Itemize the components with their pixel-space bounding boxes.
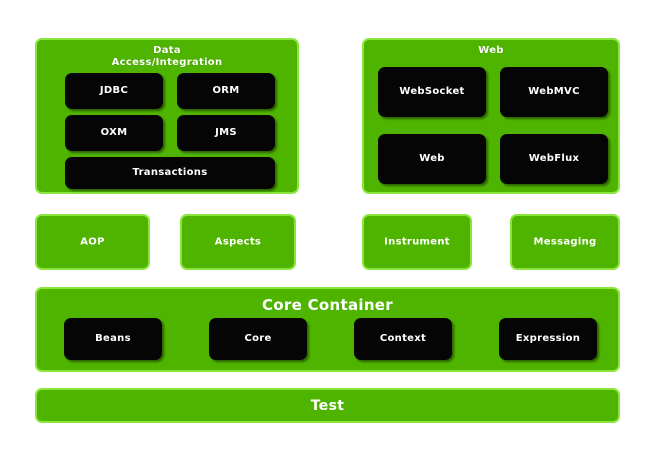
- module-oxm-label: OXM: [100, 127, 128, 139]
- module-orm-label: ORM: [212, 85, 240, 97]
- module-core-label: Core: [244, 333, 272, 345]
- panel-core-container[interactable]: Core Container Beans Core Context Expres…: [35, 287, 620, 372]
- module-aspects[interactable]: Aspects: [180, 214, 296, 270]
- module-expression-label: Expression: [515, 333, 581, 345]
- module-web-label: Web: [419, 153, 445, 165]
- module-webmvc-label: WebMVC: [528, 86, 580, 98]
- module-instrument-label: Instrument: [384, 236, 450, 248]
- module-web[interactable]: Web: [378, 134, 486, 184]
- panel-core-container-title: Core Container: [262, 296, 393, 314]
- module-beans[interactable]: Beans: [64, 318, 162, 360]
- module-expression[interactable]: Expression: [499, 318, 597, 360]
- module-messaging-label: Messaging: [533, 236, 597, 248]
- module-webmvc[interactable]: WebMVC: [500, 67, 608, 117]
- module-aop[interactable]: AOP: [35, 214, 150, 270]
- panel-title-line-2: Access/Integration: [111, 56, 223, 68]
- module-context[interactable]: Context: [354, 318, 452, 360]
- module-orm[interactable]: ORM: [177, 73, 275, 109]
- module-core[interactable]: Core: [209, 318, 307, 360]
- module-oxm[interactable]: OXM: [65, 115, 163, 151]
- panel-web[interactable]: Web WebSocket WebMVC Web WebFlux: [362, 38, 620, 194]
- module-webflux-label: WebFlux: [528, 153, 580, 165]
- module-messaging[interactable]: Messaging: [510, 214, 620, 270]
- module-jms-label: JMS: [215, 127, 237, 139]
- module-transactions[interactable]: Transactions: [65, 157, 275, 189]
- module-aop-label: AOP: [80, 236, 105, 248]
- module-aspects-label: Aspects: [214, 236, 262, 248]
- panel-test[interactable]: Test: [35, 388, 620, 423]
- module-websocket-label: WebSocket: [399, 86, 465, 98]
- module-beans-label: Beans: [95, 333, 131, 345]
- module-jms[interactable]: JMS: [177, 115, 275, 151]
- module-transactions-label: Transactions: [132, 167, 208, 179]
- module-instrument[interactable]: Instrument: [362, 214, 472, 270]
- panel-test-title: Test: [310, 397, 345, 414]
- module-websocket[interactable]: WebSocket: [378, 67, 486, 117]
- panel-title-line-1: Data: [153, 45, 181, 56]
- module-jdbc[interactable]: JDBC: [65, 73, 163, 109]
- module-webflux[interactable]: WebFlux: [500, 134, 608, 184]
- module-context-label: Context: [379, 333, 427, 345]
- panel-web-title: Web: [478, 45, 504, 56]
- module-jdbc-label: JDBC: [99, 85, 129, 97]
